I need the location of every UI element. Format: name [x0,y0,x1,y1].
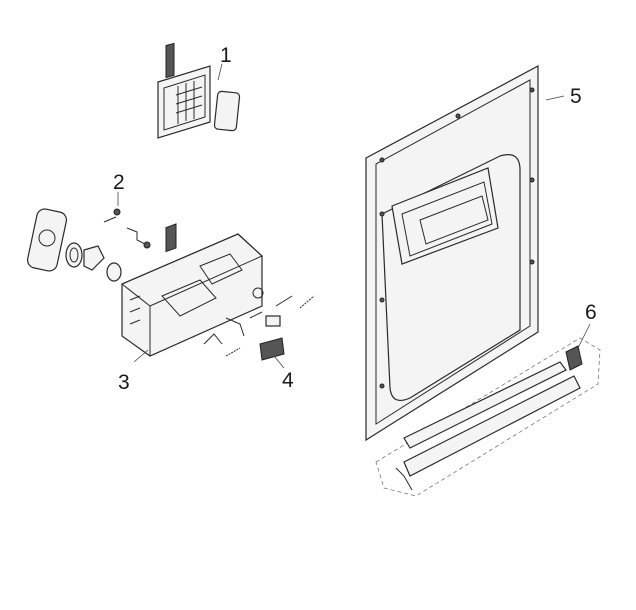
part-3-dispenser-housing [121,223,264,357]
part-2-screw-clip [103,208,151,249]
callout-6: 6 [585,301,597,324]
callout-3: 3 [118,371,130,394]
part-6-handle-rail-set [375,337,601,497]
callout-4: 4 [282,369,294,392]
part-4-latch-components [203,295,315,361]
callout-5: 5 [570,85,582,108]
part-1-filter-assembly [157,42,241,139]
callout-1: 1 [220,44,232,67]
callout-2: 2 [113,171,125,194]
knob-and-seals [26,208,122,282]
leader-lines [117,63,591,369]
part-5-inner-door-panel [365,64,539,442]
